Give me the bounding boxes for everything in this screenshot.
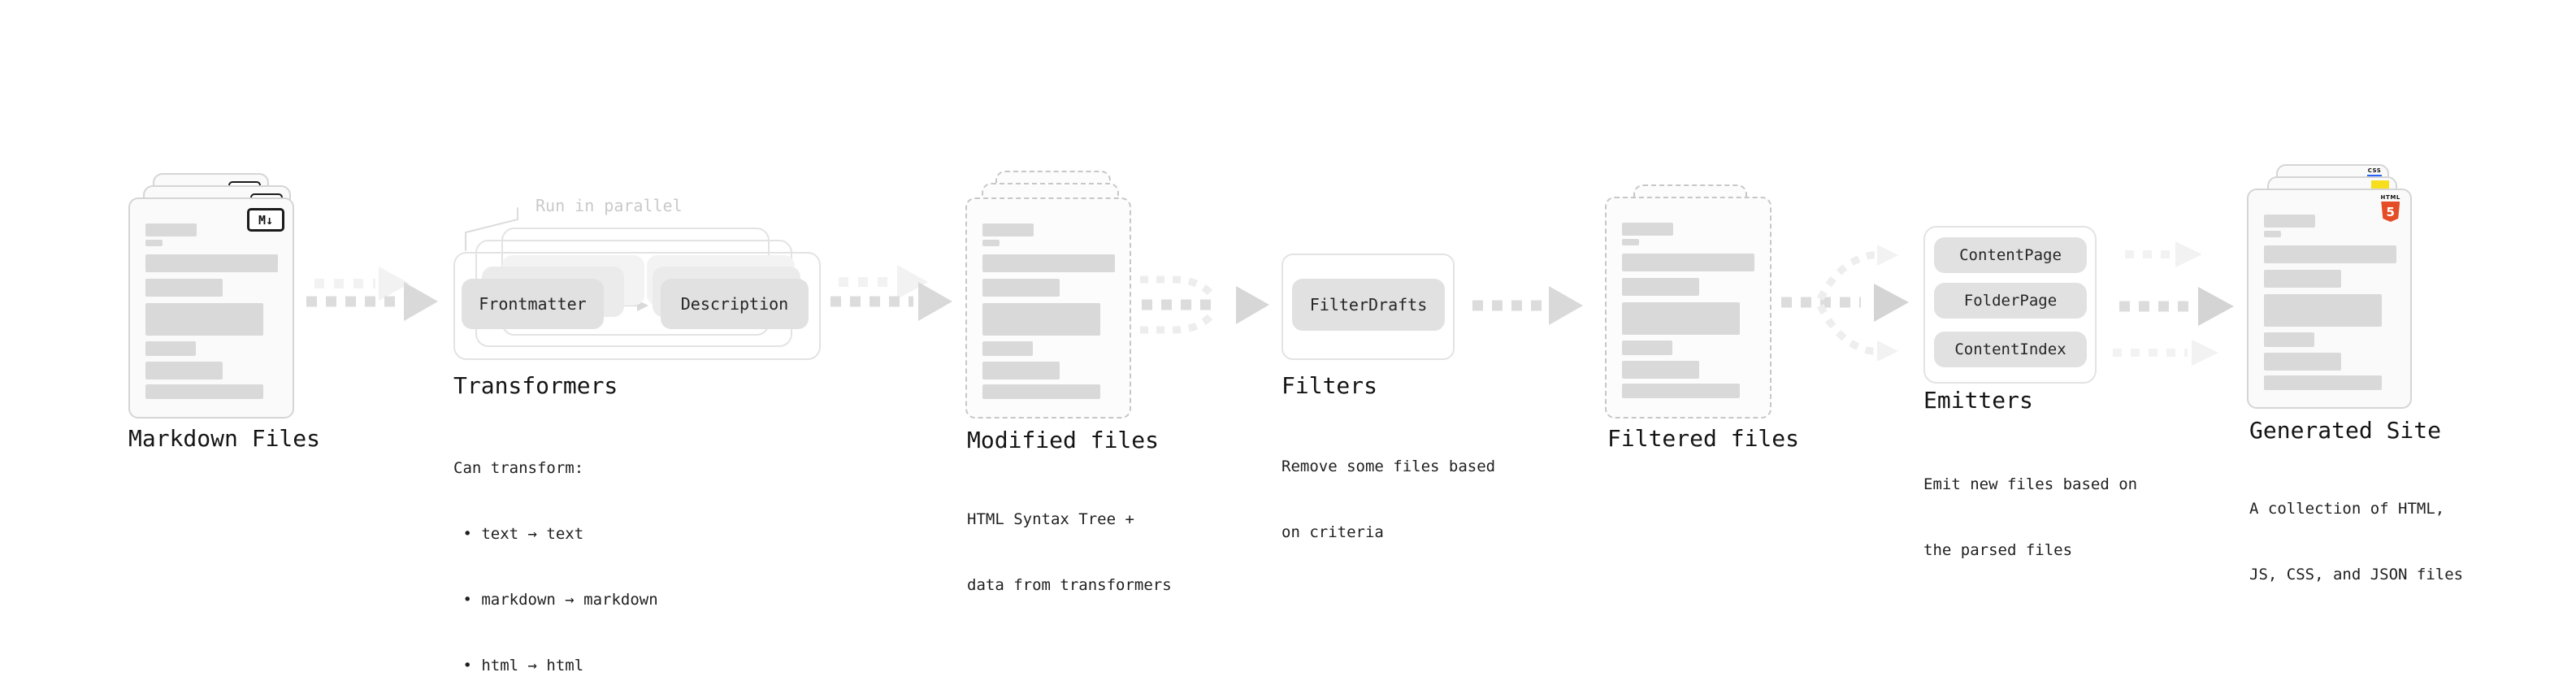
- placeholder-text-bar: [2264, 245, 2396, 263]
- desc-line: the parsed files: [1923, 541, 2073, 559]
- placeholder-text-bar: [145, 279, 223, 297]
- desc-line: • text → text: [453, 525, 584, 543]
- placeholder-text-bar: [982, 223, 1034, 236]
- transformers-title: Transformers: [453, 372, 618, 399]
- placeholder-text-bar: [982, 240, 1000, 246]
- css-underline: [2367, 175, 2382, 177]
- filterdrafts-pill: FilterDrafts: [1292, 279, 1445, 331]
- html5-shield: 5: [2381, 202, 2400, 222]
- placeholder-text-bar: [2264, 353, 2341, 371]
- arrow-transformers-to-modified: [830, 265, 952, 321]
- placeholder-text-bar: [145, 341, 196, 356]
- desc-line: • markdown → markdown: [453, 591, 658, 609]
- desc-line: • html → html: [453, 657, 584, 674]
- placeholder-text-bar: [1622, 302, 1740, 335]
- placeholder-text-bar: [1622, 223, 1673, 236]
- placeholder-text-bar: [982, 362, 1060, 380]
- contentpage-pill: ContentPage: [1934, 237, 2087, 273]
- desc-line: Can transform:: [453, 459, 584, 477]
- placeholder-text-bar: [145, 303, 263, 336]
- filtered-files-title: Filtered files: [1607, 425, 1800, 452]
- placeholder-text-bar: [145, 240, 163, 246]
- file-card-front: [965, 197, 1131, 419]
- emitters-title: Emitters: [1923, 387, 2033, 414]
- placeholder-text-bar: [145, 362, 223, 380]
- html5-icon: HTML 5: [2381, 194, 2400, 222]
- arrow-filtered-to-emitters-fanout: [1781, 245, 1909, 362]
- html5-number: 5: [2386, 204, 2395, 219]
- filters-box: [1281, 254, 1455, 360]
- markdown-files-title: Markdown Files: [128, 425, 321, 452]
- placeholder-text-bar: [2264, 332, 2314, 347]
- placeholder-text-bar: [2264, 215, 2315, 228]
- placeholder-text-bar: [982, 254, 1115, 272]
- placeholder-text-bar: [2264, 294, 2382, 327]
- description-pill: Description: [661, 279, 809, 329]
- file-card-front: M↓: [128, 197, 294, 419]
- arrow-filters-to-filtered: [1472, 286, 1583, 325]
- desc-line: on criteria: [1281, 523, 1384, 541]
- placeholder-text-bar: [2264, 375, 2382, 390]
- transformers-description: Can transform: • text → text • markdown …: [453, 414, 658, 681]
- placeholder-text-bar: [145, 254, 278, 272]
- emitters-box: [1923, 226, 2097, 384]
- placeholder-text-bar: [2264, 231, 2281, 237]
- generated-site-title: Generated Site: [2249, 417, 2442, 444]
- placeholder-text-bar: [2264, 270, 2341, 288]
- filters-description: Remove some files based on criteria: [1281, 412, 1495, 588]
- frontmatter-pill: Frontmatter: [462, 279, 604, 329]
- filters-title: Filters: [1281, 372, 1378, 399]
- desc-line: data from transformers: [967, 576, 1172, 594]
- placeholder-text-bar: [982, 279, 1060, 297]
- desc-line: JS, CSS, and JSON files: [2249, 566, 2464, 583]
- modified-files-title: Modified files: [967, 427, 1160, 453]
- modified-files-description: HTML Syntax Tree + data from transformer…: [967, 465, 1172, 640]
- emitters-description: Emit new files based on the parsed files: [1923, 430, 2137, 605]
- placeholder-text-bar: [145, 384, 263, 399]
- desc-line: HTML Syntax Tree +: [967, 510, 1134, 528]
- transformer-box-front: [453, 252, 821, 360]
- placeholder-text-bar: [982, 303, 1100, 336]
- folderpage-pill: FolderPage: [1934, 283, 2087, 319]
- contentindex-pill: ContentIndex: [1934, 332, 2087, 367]
- placeholder-text-bar: [1622, 384, 1740, 398]
- arrow-markdown-to-transformers: [306, 267, 438, 321]
- placeholder-text-bar: [1622, 278, 1699, 296]
- html5-label: HTML: [2380, 194, 2400, 201]
- placeholder-text-bar: [1622, 361, 1699, 379]
- placeholder-text-bar: [982, 341, 1033, 356]
- css-label: CSS: [2367, 167, 2382, 174]
- desc-line: Emit new files based on: [1923, 475, 2138, 493]
- placeholder-text-bar: [982, 384, 1100, 399]
- markdown-icon: M↓: [247, 208, 284, 232]
- file-card-front: [1605, 197, 1772, 419]
- generated-site-description: A collection of HTML, JS, CSS, and JSON …: [2249, 454, 2463, 630]
- js-file-icon: [2371, 180, 2389, 190]
- placeholder-text-bar: [1622, 254, 1754, 271]
- file-card-front: HTML 5: [2247, 189, 2412, 409]
- desc-line: A collection of HTML,: [2249, 500, 2445, 518]
- note-leader-line: [465, 207, 518, 251]
- placeholder-text-bar: [145, 223, 197, 236]
- arrow-modified-to-filters-merge: [1140, 275, 1269, 334]
- run-in-parallel-note: Run in parallel: [536, 196, 683, 215]
- css-file-icon: CSS: [2367, 167, 2382, 177]
- placeholder-text-bar: [1622, 340, 1672, 355]
- desc-line: Remove some files based: [1281, 458, 1496, 475]
- placeholder-text-bar: [1622, 239, 1639, 245]
- arrows-emitters-to-generated: [2113, 241, 2234, 366]
